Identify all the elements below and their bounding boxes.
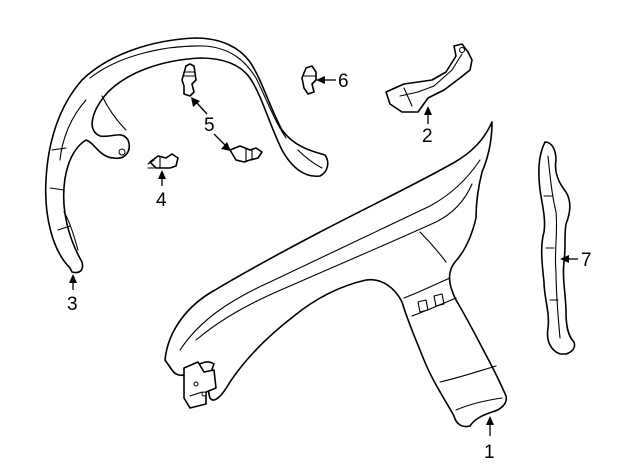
fender-bracket xyxy=(385,43,473,113)
callout-1: 1 xyxy=(484,442,495,463)
callout-7: 7 xyxy=(581,250,592,271)
callout-4: 4 xyxy=(156,190,167,211)
liner-clip xyxy=(147,153,179,169)
liner-retainer-upper xyxy=(181,63,197,97)
callout-3: 3 xyxy=(67,294,78,315)
leader-lines xyxy=(69,76,578,436)
fender-seal xyxy=(538,141,576,355)
callout-5: 5 xyxy=(204,115,215,136)
fender xyxy=(164,121,508,428)
callout-labels: 1 2 3 4 5 6 7 xyxy=(67,71,592,463)
bracket-clip xyxy=(301,65,317,95)
liner-retainer-lower xyxy=(229,145,263,163)
callout-2: 2 xyxy=(422,126,433,147)
callout-6: 6 xyxy=(338,71,349,92)
fender-liner xyxy=(44,37,329,274)
